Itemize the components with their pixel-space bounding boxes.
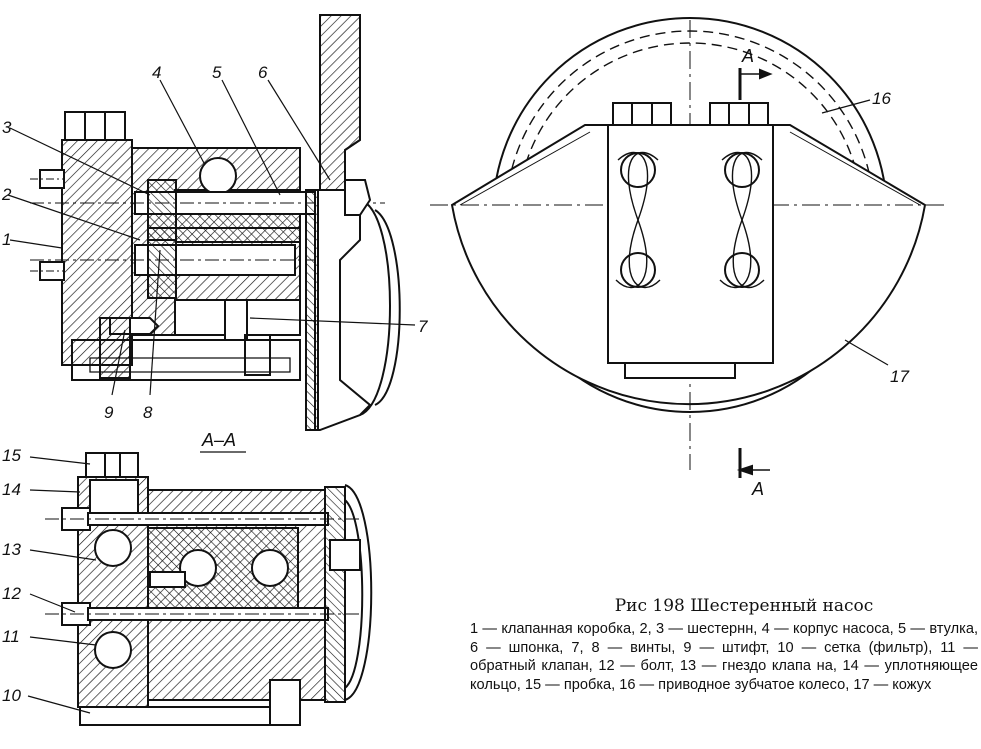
section-aa-view: [45, 452, 373, 726]
callout-4: 4: [152, 63, 161, 82]
callout-8: 8: [143, 403, 153, 422]
longitudinal-section-view: [30, 14, 401, 431]
section-mark-bottom: А: [751, 479, 764, 499]
callout-16: 16: [872, 89, 891, 108]
front-view: [430, 17, 945, 478]
callout-12: 12: [2, 584, 21, 603]
figure-caption: Рис 198 Шестеренный насос 1 — клапанная …: [470, 596, 978, 694]
callout-7: 7: [418, 317, 428, 336]
callout-9: 9: [104, 403, 114, 422]
leader-lines: [7, 79, 889, 714]
callout-14: 14: [2, 480, 21, 499]
caption-title: Рис 198 Шестеренный насос: [614, 596, 874, 616]
section-title: А–А: [201, 430, 236, 450]
callout-6: 6: [258, 63, 268, 82]
callout-2: 2: [1, 185, 12, 204]
callout-5: 5: [212, 63, 222, 82]
section-mark-top: А: [741, 46, 754, 66]
callout-3: 3: [2, 118, 12, 137]
callout-15: 15: [2, 446, 21, 465]
callout-11: 11: [2, 627, 20, 646]
callout-1: 1: [2, 230, 11, 249]
callout-17: 17: [890, 367, 909, 386]
caption-legend: 1 — клапанная коробка, 2, 3 — шестернн, …: [470, 621, 978, 693]
callout-13: 13: [2, 540, 21, 559]
callout-10: 10: [2, 686, 21, 705]
